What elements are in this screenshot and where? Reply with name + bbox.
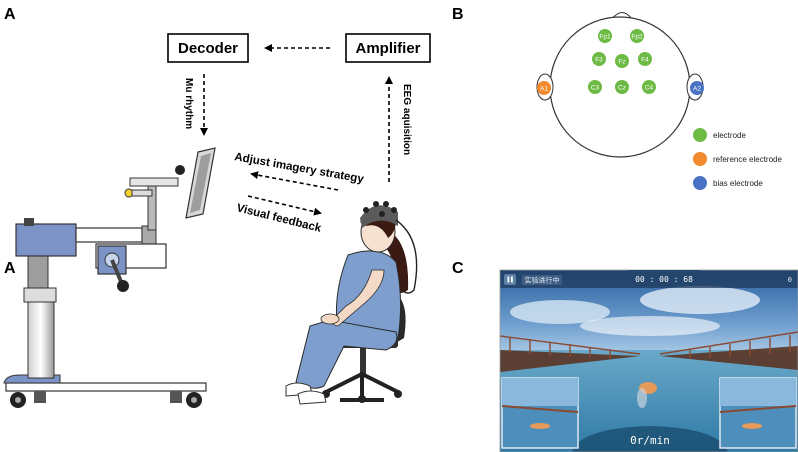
legend-electrode-label: electrode <box>713 131 746 140</box>
electrode-fz: Fz <box>615 54 629 68</box>
swimming-game-screenshot: 实验进行中 00 : 00 : 68 0 0r/min <box>499 269 798 452</box>
svg-text:F3: F3 <box>595 57 603 64</box>
electrode-fp2: Fp2 <box>630 29 644 43</box>
electrode-legend: electrode reference electrode bias elect… <box>693 128 782 190</box>
eeg-acquisition-label: EEG aquisition <box>401 84 412 155</box>
panel-label-a-repeat: A <box>4 260 16 277</box>
svg-text:Fp1: Fp1 <box>599 34 611 41</box>
legend-reference-label: reference electrode <box>713 155 782 164</box>
legend-bias-label: bias electrode <box>713 179 763 188</box>
game-counter: 0 <box>788 276 792 284</box>
svg-text:A2: A2 <box>693 86 701 93</box>
amplifier-box: Amplifier <box>345 33 431 63</box>
svg-text:Cz: Cz <box>618 85 626 92</box>
svg-text:F4: F4 <box>641 57 649 64</box>
pause-button[interactable] <box>504 274 516 285</box>
adjust-strategy-label: Adjust imagery strategy <box>233 151 365 186</box>
legend-reference-swatch <box>693 152 707 166</box>
game-timer: 00 : 00 : 68 <box>628 270 700 286</box>
visual-feedback-arrow <box>247 195 322 216</box>
panel-label-c: C <box>452 260 464 277</box>
electrode-fp1: Fp1 <box>598 29 612 43</box>
electrode-f4: F4 <box>638 52 652 66</box>
electrode-f3: F3 <box>592 52 606 66</box>
electrode-a2: A2 <box>690 81 704 95</box>
game-speed-readout: 0r/min <box>630 434 670 447</box>
svg-text:Fz: Fz <box>618 59 625 66</box>
electrode-head-map: Fp1 Fp2 F3 Fz F4 C3 Cz C4 <box>536 12 704 158</box>
electrode-c3: C3 <box>588 80 602 94</box>
visual-feedback-label: Visual feedback <box>235 202 323 235</box>
svg-text:Fp2: Fp2 <box>631 34 643 41</box>
electrode-cz: Cz <box>615 80 629 94</box>
game-status-tag: 实验进行中 <box>522 275 562 285</box>
svg-text:A1: A1 <box>540 86 548 93</box>
legend-bias-swatch <box>693 176 707 190</box>
game-timer-text: 00 : 00 : 68 <box>635 275 693 284</box>
amplifier-label: Amplifier <box>355 40 420 57</box>
panel-label-a: A <box>4 6 16 23</box>
electrode-a1: A1 <box>537 81 551 95</box>
decoder-box: Decoder <box>167 33 249 63</box>
legend-electrode-swatch <box>693 128 707 142</box>
svg-text:实验进行中: 实验进行中 <box>525 276 560 285</box>
svg-text:C4: C4 <box>645 85 654 92</box>
panel-label-b: B <box>452 6 464 23</box>
adjust-strategy-arrow <box>250 171 339 191</box>
electrode-c4: C4 <box>642 80 656 94</box>
mu-rhythm-label: Mu rhythm <box>183 78 194 129</box>
svg-text:C3: C3 <box>591 85 600 92</box>
decoder-label: Decoder <box>178 40 238 57</box>
patient-illustration <box>285 201 418 405</box>
rehab-device-illustration <box>3 147 216 408</box>
